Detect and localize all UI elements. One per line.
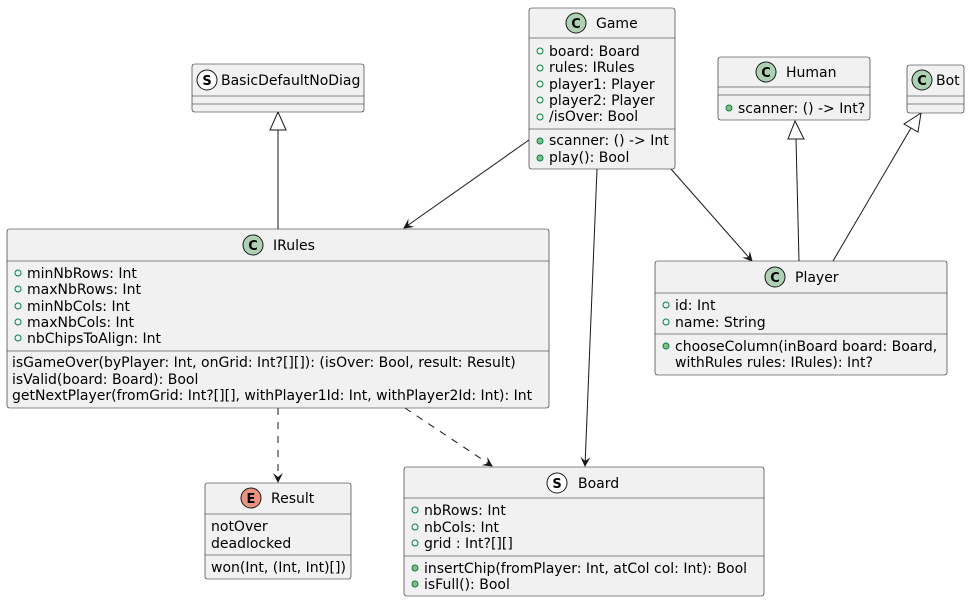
struct-badge-icon: S [546, 472, 568, 494]
class-badge-icon: C [565, 12, 587, 34]
method: isGameOver(byPlayer: Int, onGrid: Int?[]… [12, 355, 516, 371]
association-game-player [670, 168, 753, 262]
class-badge-icon: C [755, 61, 777, 83]
struct-badge-icon: S [196, 69, 218, 91]
method: withRules rules: IRules): Int? [675, 355, 873, 371]
field: player1: Player [549, 77, 655, 93]
svg-text:S: S [552, 477, 561, 492]
class-name: IRules [273, 238, 315, 254]
class-name: Bot [936, 73, 960, 89]
method: insertChip(fromPlayer: Int, atCol col: I… [424, 561, 747, 577]
association-game-irules [403, 139, 530, 229]
field: name: String [675, 315, 766, 331]
svg-text:C: C [761, 66, 771, 81]
public-method-icon [536, 154, 544, 162]
field: nbChipsToAlign: Int [27, 331, 162, 347]
public-field-icon [411, 506, 419, 514]
inheritance-player-bot [832, 111, 922, 262]
field: nbCols: Int [424, 520, 499, 536]
class-name: Game [596, 16, 638, 32]
public-field-icon [536, 64, 544, 72]
svg-text:S: S [202, 74, 211, 89]
class-name: Result [271, 491, 315, 507]
public-method-icon [662, 342, 670, 350]
public-field-icon [411, 523, 419, 531]
class-player[interactable]: C Player id: Int name: String chooseColu… [654, 260, 948, 376]
class-name: Player [795, 270, 839, 286]
field: maxNbCols: Int [27, 315, 135, 331]
public-method-icon [725, 104, 733, 112]
method: chooseColumn(inBoard board: Board, [675, 339, 937, 355]
field: player2: Player [549, 93, 655, 109]
enum-value: notOver [211, 519, 268, 535]
class-badge-icon: C [242, 234, 264, 256]
association-game-board [580, 168, 598, 467]
public-field-icon [536, 113, 544, 121]
inheritance-player-human [787, 119, 805, 262]
public-field-icon [662, 318, 670, 326]
public-field-icon [411, 539, 419, 547]
public-field-icon [14, 269, 22, 277]
method: scanner: () -> Int [549, 133, 669, 149]
dependency-irules-board [404, 407, 493, 467]
field: minNbRows: Int [27, 266, 137, 282]
enum-value: deadlocked [211, 536, 291, 552]
public-field-icon [662, 301, 670, 309]
class-badge-icon: C [911, 69, 933, 91]
class-bot[interactable]: C Bot [906, 64, 965, 114]
class-badge-icon: C [764, 266, 786, 288]
method: getNextPlayer(fromGrid: Int?[][], withPl… [12, 388, 533, 404]
svg-text:E: E [247, 492, 256, 507]
field: maxNbRows: Int [27, 282, 141, 298]
class-name: Board [578, 476, 619, 492]
public-field-icon [14, 285, 22, 293]
svg-text:C: C [770, 271, 780, 286]
field: id: Int [675, 298, 716, 314]
enum-result[interactable]: E Result notOver deadlocked won(Int, (In… [204, 482, 352, 580]
svg-text:C: C [571, 17, 581, 32]
public-field-icon [536, 96, 544, 104]
public-method-icon [536, 137, 544, 145]
method: isFull(): Bool [424, 577, 510, 593]
svg-text:C: C [248, 239, 258, 254]
field: board: Board [549, 44, 640, 60]
public-method-icon [411, 580, 419, 588]
class-name: BasicDefaultNoDiag [221, 73, 360, 89]
public-field-icon [536, 47, 544, 55]
enum-badge-icon: E [240, 487, 262, 509]
field: nbRows: Int [424, 503, 506, 519]
inheritance-irules-basic [269, 110, 287, 229]
field: minNbCols: Int [27, 299, 130, 315]
public-method-icon [411, 564, 419, 572]
public-field-icon [14, 318, 22, 326]
struct-board[interactable]: S Board nbRows: Int nbCols: Int grid : I… [403, 466, 765, 597]
class-irules[interactable]: C IRules minNbRows: Int maxNbRows: Int m… [6, 228, 550, 409]
public-field-icon [536, 80, 544, 88]
class-game[interactable]: C Game board: Board rules: IRules player… [528, 7, 676, 170]
public-field-icon [14, 302, 22, 310]
class-name: Human [786, 65, 837, 81]
svg-text:C: C [917, 74, 927, 89]
class-basicdefaultnodiag[interactable]: S BasicDefaultNoDiag [191, 63, 365, 113]
public-field-icon [14, 334, 22, 342]
method: won(Int, (Int, Int)[]) [211, 560, 346, 576]
field: /isOver: Bool [549, 109, 638, 125]
method: scanner: () -> Int? [738, 101, 865, 117]
method: isValid(board: Board): Bool [12, 372, 198, 388]
class-human[interactable]: C Human scanner: () -> Int? [717, 56, 871, 121]
method: play(): Bool [549, 150, 629, 166]
field: rules: IRules [549, 60, 635, 76]
field: grid : Int?[][] [424, 536, 513, 552]
